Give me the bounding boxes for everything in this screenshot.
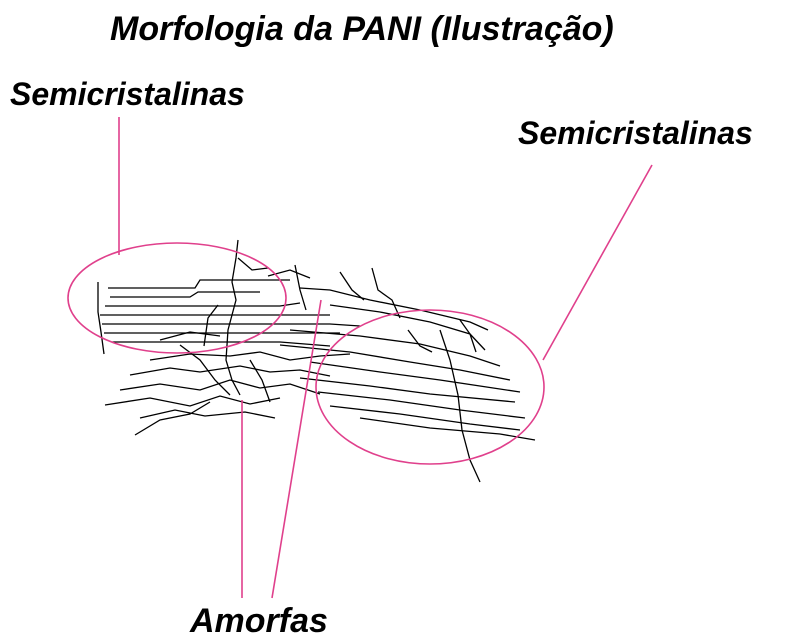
amorphous-chain xyxy=(119,379,321,395)
amorphous-chain xyxy=(339,271,365,301)
amorphous-chain xyxy=(129,365,331,377)
vertical-chain xyxy=(237,257,269,271)
semicrystalline-left-ellipse xyxy=(67,242,287,354)
amorphous-chain xyxy=(249,359,271,403)
amorphous-chain xyxy=(149,351,351,361)
crystalline-chain xyxy=(279,344,511,381)
amorphous-chain xyxy=(104,395,281,407)
amorphous-chain xyxy=(139,409,276,419)
crystalline-chain xyxy=(289,329,501,367)
semicrystalline-right-leader xyxy=(542,164,653,361)
amorphous-label: Amorfas xyxy=(190,602,328,640)
semicrystalline-right-ellipse xyxy=(315,309,545,465)
crystalline-chain xyxy=(110,291,260,298)
crystalline-chain xyxy=(317,391,526,419)
amorphous-leader-right xyxy=(271,299,322,599)
polymer-chains xyxy=(97,239,536,483)
semicrystalline-right-label: Semicristalinas xyxy=(518,115,753,151)
diagram-title: Morfologia da PANI (Ilustração) xyxy=(110,10,614,48)
crystalline-chain xyxy=(108,279,290,289)
vertical-chain xyxy=(203,304,219,347)
vertical-chain xyxy=(407,329,433,353)
semicrystalline-left-label: Semicristalinas xyxy=(10,76,245,112)
crystalline-chain xyxy=(329,304,486,351)
crystalline-chain xyxy=(102,323,361,327)
amorphous-chain xyxy=(134,401,211,436)
crystalline-chain xyxy=(309,361,521,393)
crystalline-chain xyxy=(299,377,516,403)
crystalline-chain xyxy=(299,287,489,331)
amorphous-chain xyxy=(159,331,221,341)
crystalline-chain xyxy=(105,302,301,307)
crystalline-chain xyxy=(329,405,521,431)
vertical-chain xyxy=(439,329,481,483)
vertical-chain xyxy=(97,282,105,355)
crystalline-chain xyxy=(112,341,331,347)
vertical-chain xyxy=(371,267,401,319)
vertical-chain xyxy=(225,239,241,396)
vertical-chain xyxy=(459,319,477,353)
